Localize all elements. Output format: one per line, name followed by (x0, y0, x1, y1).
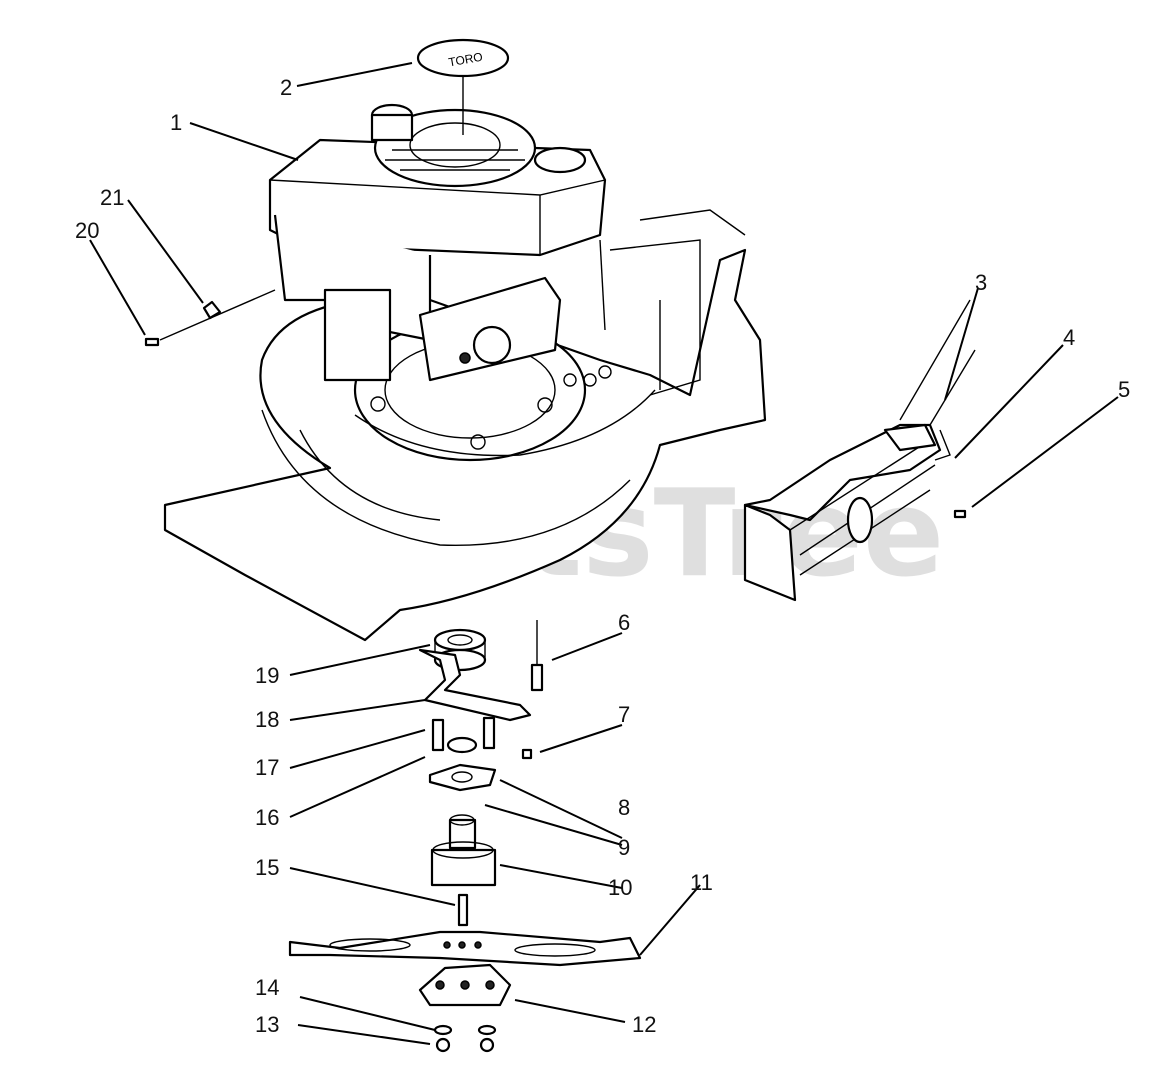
callout-10: 10 (608, 875, 632, 900)
engine (268, 103, 607, 382)
callout-7: 7 (618, 702, 630, 727)
blade-mount-assembly (288, 620, 642, 1053)
decal-text: TORO (447, 50, 483, 70)
decal: TORO (416, 38, 510, 135)
callout-2: 2 (280, 75, 292, 100)
callout-18: 18 (255, 707, 279, 732)
callout-1: 1 (170, 110, 182, 135)
callout-20: 20 (75, 218, 99, 243)
leader-lines (89, 62, 1119, 1045)
callout-5: 5 (1118, 377, 1130, 402)
callout-16: 16 (255, 805, 279, 830)
callout-12: 12 (632, 1012, 656, 1037)
callout-13: 13 (255, 1012, 279, 1037)
callout-11: 11 (690, 870, 713, 895)
callout-19: 19 (255, 663, 279, 688)
callout-17: 17 (255, 755, 279, 780)
callout-3: 3 (975, 270, 987, 295)
callout-14: 14 (255, 975, 279, 1000)
callout-8: 8 (618, 795, 630, 820)
callout-9: 9 (618, 835, 630, 860)
callout-15: 15 (255, 855, 279, 880)
callout-labels: 1 2 3 4 5 6 7 8 9 10 11 12 13 14 15 16 1… (75, 75, 1130, 1037)
grass-deflector (743, 299, 976, 602)
callout-4: 4 (1063, 325, 1075, 350)
callout-6: 6 (618, 610, 630, 635)
screw-and-clip (144, 289, 276, 347)
callout-21: 21 (100, 185, 124, 210)
